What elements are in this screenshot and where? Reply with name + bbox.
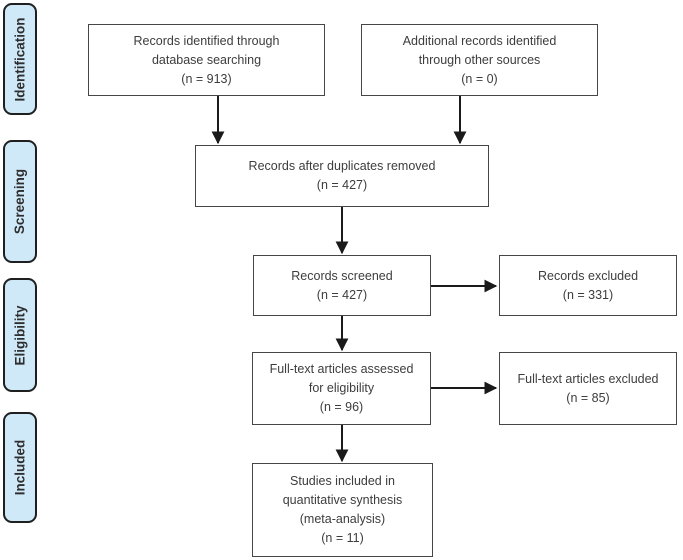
box-records-identified: Records identified through database sear… <box>88 24 325 96</box>
stage-included-label: Included <box>12 439 28 496</box>
box-fulltext-excluded: Full-text articles excluded (n = 85) <box>499 352 677 425</box>
stage-eligibility: Eligibility <box>3 278 37 392</box>
stage-identification: Identification <box>3 3 37 115</box>
box-records-excluded: Records excluded (n = 331) <box>499 255 677 316</box>
stage-screening-label: Screening <box>12 168 28 235</box>
box-studies-included: Studies included in quantitative synthes… <box>252 463 433 557</box>
box-records-screened: Records screened (n = 427) <box>253 255 431 316</box>
stage-eligibility-label: Eligibility <box>12 304 28 366</box>
stage-identification-label: Identification <box>12 17 28 101</box>
stage-screening: Screening <box>3 140 37 263</box>
box-additional-records: Additional records identified through ot… <box>361 24 598 96</box>
box-fulltext-assessed: Full-text articles assessed for eligibil… <box>252 352 431 425</box>
box-after-duplicates: Records after duplicates removed (n = 42… <box>195 145 489 207</box>
stage-included: Included <box>3 412 37 523</box>
